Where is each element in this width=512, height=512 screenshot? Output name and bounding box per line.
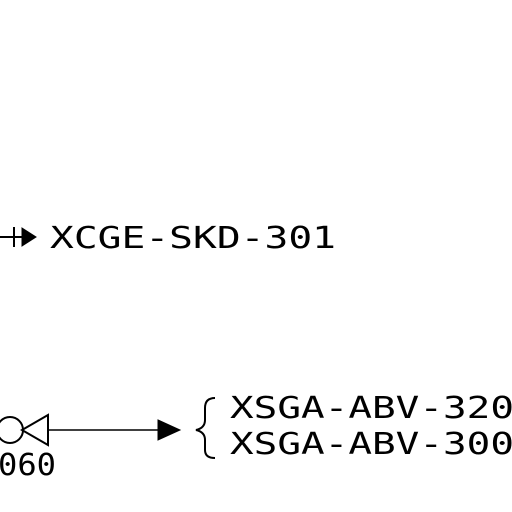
flow-arrow-icon — [157, 419, 182, 441]
valve-connector — [0, 413, 182, 447]
flow-arrow-icon — [21, 227, 37, 247]
skd-tag-label: XCGE-SKD-301 — [50, 221, 336, 256]
skd-connector — [0, 227, 37, 247]
brace-tag-label-2: XSGA-ABV-300 — [230, 427, 512, 462]
valve-circle-icon — [0, 416, 24, 444]
valve-icon — [19, 413, 49, 447]
brace-icon — [195, 397, 216, 459]
valve-tag-label: 060 — [0, 448, 56, 483]
brace-tag-label-1: XSGA-ABV-320 — [230, 391, 512, 426]
